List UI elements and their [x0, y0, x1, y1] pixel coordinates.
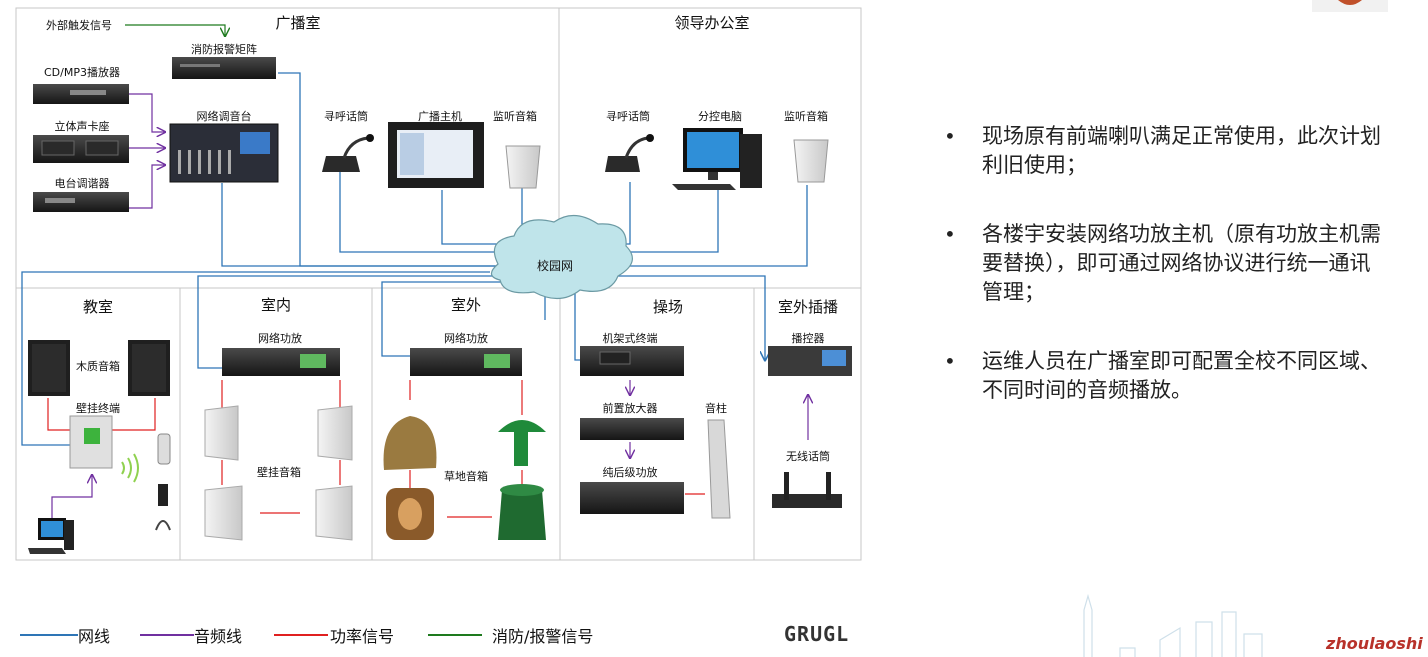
bullet-list: • 现场原有前端喇叭满足正常使用，此次计划利旧使用； • 各楼宇安装网络功放主机… [944, 122, 1384, 445]
label-wall-speaker: 壁挂音箱 [257, 465, 301, 479]
controller-device [768, 346, 852, 376]
label-rack-terminal: 机架式终端 [603, 331, 658, 345]
zone-frames [15, 7, 862, 561]
rock-speaker-icon [383, 416, 437, 470]
alarm-line [125, 24, 225, 36]
bullet-item-2: • 各楼宇安装网络功放主机（原有功放主机需要替换），即可通过网络协议进行统一通讯… [944, 220, 1384, 307]
diagram-labels: 广播室 领导办公室 教室 室内 室外 操场 室外插播 外部触发信号 消防报警矩阵… [44, 14, 838, 483]
label-monitor-speaker-1: 监听音箱 [493, 109, 537, 123]
zone-label-broadcast-room: 广播室 [275, 14, 320, 32]
wall-terminal-device [69, 415, 113, 469]
paging-mic-device-2 [605, 134, 654, 172]
handheld-mic-icon [158, 484, 168, 506]
mixer-device [169, 123, 279, 183]
monitor-speaker-device-2 [793, 139, 829, 183]
label-wireless-mic: 无线话筒 [786, 449, 830, 463]
legend-label-power: 功率信号 [330, 627, 395, 646]
wood-speaker-right [128, 340, 170, 396]
legend: 网线 音频线 功率信号 消防/报警信号 [20, 620, 860, 650]
label-fire-matrix: 消防报警矩阵 [191, 42, 257, 56]
label-cassette: 立体声卡座 [55, 119, 110, 133]
outdoor-amp-device [410, 348, 522, 376]
paging-mic-device-1 [322, 134, 374, 172]
label-indoor-amp: 网络功放 [258, 331, 302, 345]
bullet-item-1: • 现场原有前端喇叭满足正常使用，此次计划利旧使用； [944, 122, 1384, 180]
label-power-amp: 纯后级功放 [603, 465, 658, 479]
label-monitor-speaker-2: 监听音箱 [784, 109, 828, 123]
label-campus-network: 校园网 [537, 258, 573, 273]
indoor-wall-speakers [204, 405, 353, 541]
wood-speaker-left [28, 340, 70, 396]
legend-label-audio: 音频线 [194, 627, 243, 646]
rack-terminal-device [580, 346, 684, 376]
bullet-dot: • [944, 124, 956, 148]
zone-label-playground: 操场 [653, 298, 683, 316]
label-external-trigger: 外部触发信号 [46, 18, 112, 32]
corner-logo [1312, 0, 1388, 12]
campus-network-cloud [490, 214, 633, 300]
label-paging-mic-1: 寻呼话筒 [324, 109, 368, 123]
legend-item-power: 功率信号 [274, 620, 434, 648]
cassette-device [33, 135, 129, 163]
label-mixer: 网络调音台 [197, 109, 252, 123]
zone-label-leader-office: 领导办公室 [674, 14, 749, 32]
zone-label-classroom: 教室 [83, 298, 113, 316]
monitor-speaker-device-1 [505, 145, 541, 189]
power-lines [47, 380, 705, 518]
network-lines [21, 72, 808, 446]
zone-label-outdoor: 室外 [451, 296, 481, 314]
skyline-watermark [1083, 593, 1263, 657]
zone-label-outdoor-plugin: 室外插播 [778, 298, 838, 316]
bullet-text-1: 现场原有前端喇叭满足正常使用，此次计划利旧使用； [982, 124, 1381, 177]
remote-control-icon [157, 433, 171, 465]
label-outdoor-amp: 网络功放 [444, 331, 488, 345]
wireless-mic-receiver-icon [772, 472, 842, 508]
legend-item-audio: 音频线 [140, 620, 280, 648]
tuner-device [33, 192, 129, 212]
headset-mic-icon [155, 520, 171, 531]
legend-swatch-alarm [428, 634, 482, 636]
bullet-dot: • [944, 222, 956, 246]
label-wall-terminal: 壁挂终端 [76, 401, 120, 415]
label-main-host: 广播主机 [418, 109, 462, 123]
legend-swatch-network [20, 634, 78, 636]
legend-swatch-audio [140, 634, 194, 636]
legend-label-alarm: 消防/报警信号 [492, 627, 594, 646]
label-column-speaker: 音柱 [705, 401, 727, 415]
power-amp-device [580, 482, 684, 514]
bullet-item-3: • 运维人员在广播室即可配置全校不同区域、不同时间的音频播放。 [944, 347, 1384, 405]
mushroom-speaker-icon [498, 420, 546, 466]
label-tuner: 电台调谐器 [55, 176, 110, 190]
label-controller: 播控器 [792, 331, 825, 345]
brand-logo: GRUGL [784, 622, 850, 646]
label-lawn-speaker: 草地音箱 [444, 469, 488, 483]
classroom-pc-icon [28, 518, 74, 554]
preamp-device [580, 418, 684, 440]
main-host-device [388, 122, 484, 188]
bullet-text-2: 各楼宇安装网络功放主机（原有功放主机需要替换），即可通过网络协议进行统一通讯管理… [982, 222, 1381, 304]
label-wood-speaker: 木质音箱 [76, 359, 120, 373]
legend-label-network: 网线 [78, 627, 111, 646]
control-pc-device [672, 128, 762, 190]
bullet-dot: • [944, 349, 956, 373]
indoor-amp-device [222, 348, 340, 376]
watermark-logo: zhoulaoshi [1326, 634, 1423, 653]
cd-player-device [33, 84, 129, 104]
legend-swatch-power [274, 634, 328, 636]
zone-label-indoor: 室内 [261, 296, 291, 314]
lawn-speaker-icon [498, 484, 546, 540]
label-control-pc: 分控电脑 [698, 109, 742, 123]
legend-item-network: 网线 [20, 620, 140, 648]
bullet-text-3: 运维人员在广播室即可配置全校不同区域、不同时间的音频播放。 [982, 349, 1381, 402]
label-cd-player: CD/MP3播放器 [44, 65, 120, 79]
column-speaker-icon [707, 419, 731, 519]
legend-item-alarm: 消防/报警信号 [428, 620, 668, 648]
wireless-signal-icon [121, 453, 139, 483]
audio-lines [51, 93, 808, 520]
label-paging-mic-2: 寻呼话筒 [606, 109, 650, 123]
fire-matrix-device [172, 57, 276, 79]
label-preamp: 前置放大器 [603, 401, 658, 415]
stump-speaker-icon [386, 488, 434, 540]
